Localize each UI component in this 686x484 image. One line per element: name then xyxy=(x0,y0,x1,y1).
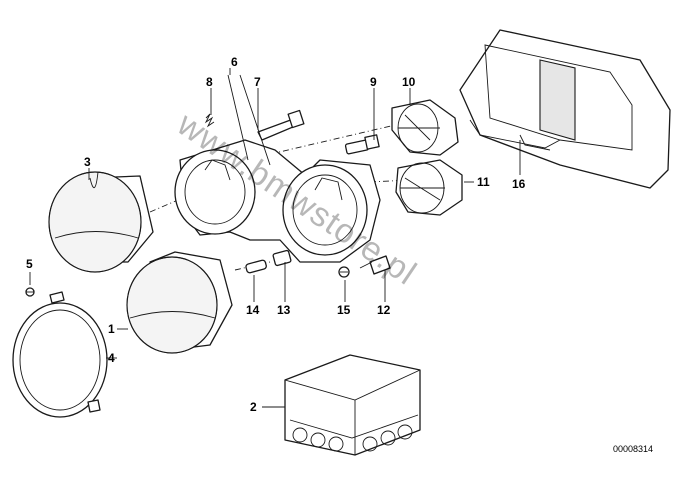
callout-10: 10 xyxy=(402,75,416,89)
leader-lines xyxy=(29,68,521,408)
bulb-connector[interactable] xyxy=(359,255,391,275)
parking-light-socket[interactable] xyxy=(272,249,292,267)
callout-11: 11 xyxy=(477,175,490,189)
callout-16: 16 xyxy=(512,177,526,191)
callout-15: 15 xyxy=(337,303,351,317)
box-bulb-row xyxy=(292,424,413,452)
adjusting-screw[interactable] xyxy=(257,109,305,141)
callout-2: 2 xyxy=(250,400,257,414)
bulb-cover-upper[interactable] xyxy=(391,99,459,156)
headlight-rear-cover[interactable] xyxy=(459,29,671,189)
headlight-housing[interactable] xyxy=(174,139,381,263)
callout-labels: 6 8 7 9 10 11 3 16 5 1 4 14 13 15 12 2 xyxy=(26,55,526,414)
upper-headlight-insert[interactable] xyxy=(48,171,154,273)
callout-9: 9 xyxy=(370,75,377,89)
adjuster-spring[interactable] xyxy=(204,113,215,128)
housing-screw[interactable] xyxy=(338,266,350,278)
callout-8: 8 xyxy=(206,75,213,89)
parts-box[interactable] xyxy=(284,354,421,456)
parking-light-bulb[interactable] xyxy=(245,259,267,274)
callout-1: 1 xyxy=(108,322,115,336)
callout-4: 4 xyxy=(108,351,115,365)
headlight-bulb[interactable] xyxy=(344,134,380,155)
callout-3: 3 xyxy=(84,155,91,169)
bulb-cover-lower[interactable] xyxy=(395,159,463,216)
callout-12: 12 xyxy=(377,303,391,317)
headlight-trim-ring[interactable] xyxy=(12,291,108,418)
callout-13: 13 xyxy=(277,303,291,317)
lower-headlight-insert[interactable] xyxy=(126,251,233,354)
callout-14: 14 xyxy=(246,303,260,317)
callout-7: 7 xyxy=(254,75,261,89)
diagram-code: 00008314 xyxy=(613,444,653,454)
callout-6: 6 xyxy=(231,55,238,69)
callout-5: 5 xyxy=(26,257,33,271)
ring-screw[interactable] xyxy=(25,287,35,297)
